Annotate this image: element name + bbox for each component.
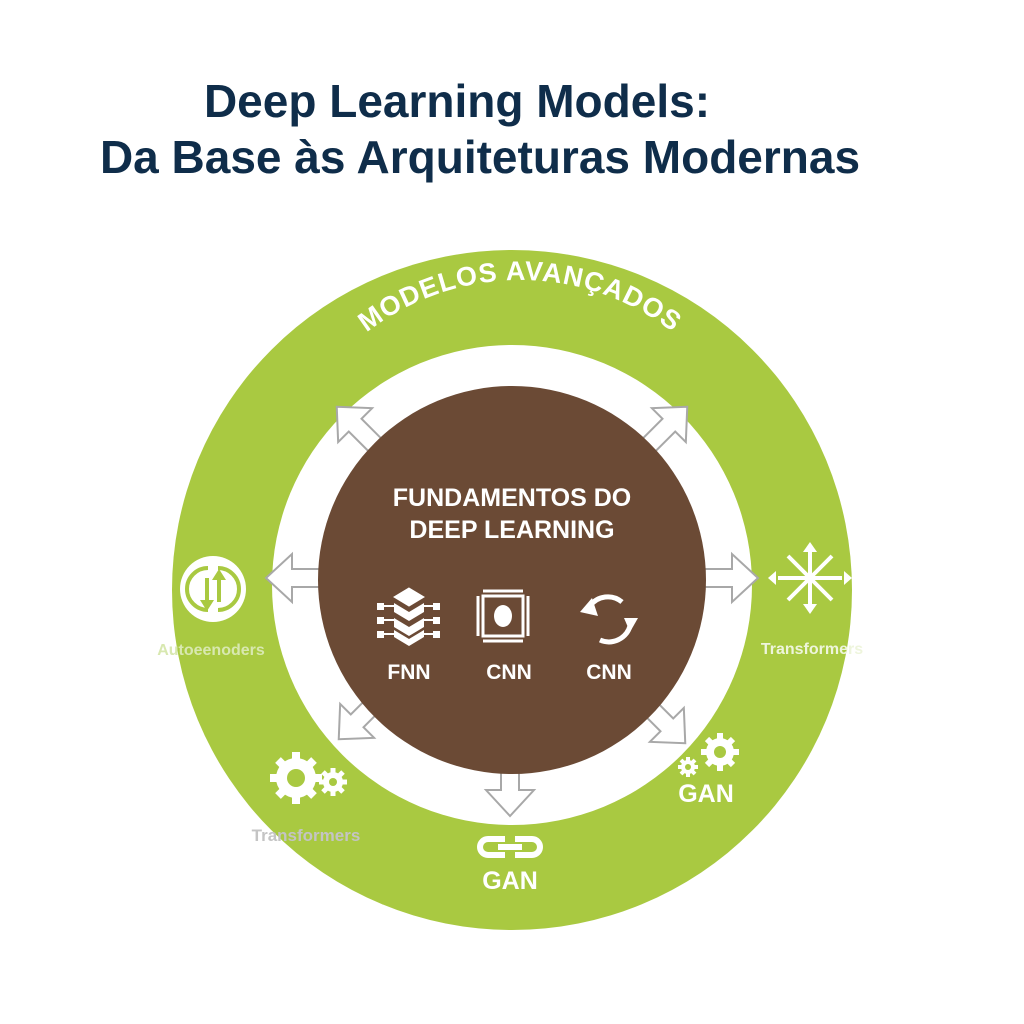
- convolution-filter-icon: [476, 589, 530, 643]
- core-circle: [318, 386, 706, 774]
- model-label-cnn-2: CNN: [586, 661, 632, 684]
- layered-network-icon: [377, 587, 440, 646]
- title-line-1: Deep Learning Models:: [203, 75, 711, 127]
- label-transformers-left: Transformers: [252, 826, 361, 845]
- label-gan-bottom: GAN: [482, 867, 538, 895]
- title-line-2: Da Base às Arquiteturas Modernas: [99, 131, 861, 183]
- model-label-cnn-1: CNN: [486, 661, 532, 684]
- label-gan-right: GAN: [678, 780, 734, 808]
- recurrent-cycle-icon: [580, 594, 638, 645]
- link-icon: [477, 836, 543, 858]
- label-autoencoders: Autoeenoders: [157, 642, 265, 659]
- sync-arrows-icon: [180, 556, 246, 622]
- gears-icon: [270, 752, 347, 804]
- multi-direction-arrows-icon: [768, 542, 852, 614]
- gears-icon-right: [678, 733, 739, 777]
- core-title-line-2: DEEP LEARNING: [409, 516, 614, 544]
- model-label-fnn: FNN: [387, 661, 430, 684]
- core-title-line-1: FUNDAMENTOS DO: [393, 484, 631, 512]
- label-transformers-right: Transformers: [761, 641, 863, 658]
